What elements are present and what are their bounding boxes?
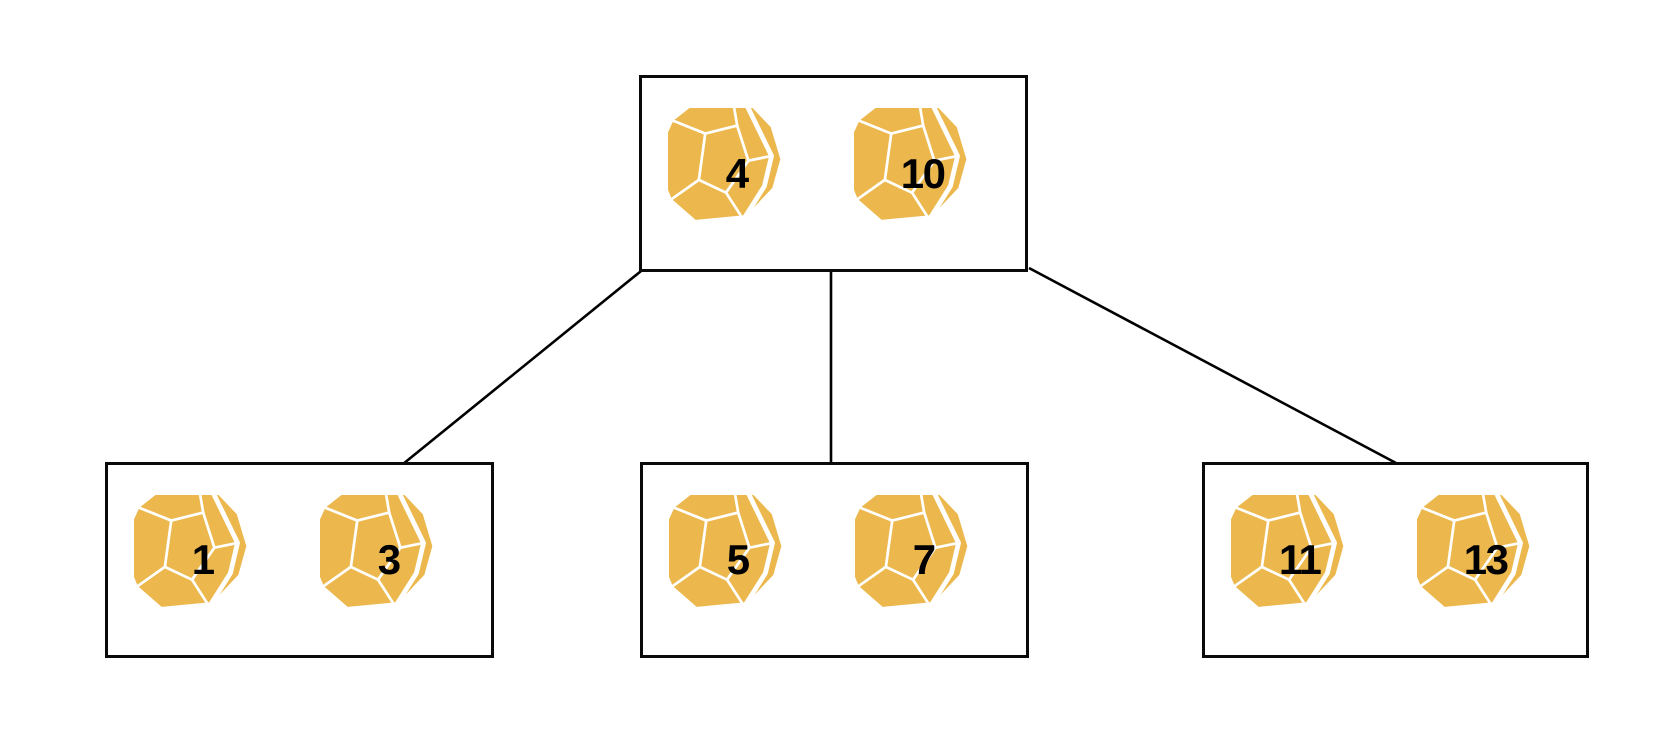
tree-node-left-child: 1 3	[105, 462, 494, 658]
gem-die: 1	[134, 495, 266, 626]
gem-die: 3	[320, 495, 452, 626]
gem-value: 7	[912, 536, 936, 584]
gem-die: 13	[1417, 495, 1549, 626]
tree-node-root: 4 10	[639, 75, 1028, 272]
connector-root-to-right-child	[1028, 266, 1397, 465]
tree-node-right-child: 11 13	[1202, 462, 1589, 658]
gem-value: 1	[191, 536, 215, 584]
gem-die: 11	[1231, 495, 1363, 626]
gem-die: 4	[668, 108, 800, 239]
gem-value: 3	[377, 536, 401, 584]
gem-die: 5	[669, 495, 801, 626]
tree-node-middle-child: 5 7	[640, 462, 1029, 658]
gem-value: 4	[725, 149, 749, 197]
gem-value: 13	[1463, 536, 1509, 584]
gem-die: 7	[855, 495, 987, 626]
gem-value: 5	[726, 536, 750, 584]
gem-value: 11	[1278, 536, 1322, 584]
gem-value: 10	[900, 149, 946, 197]
connector-root-to-left-child	[402, 265, 647, 466]
gem-die: 10	[854, 108, 986, 239]
